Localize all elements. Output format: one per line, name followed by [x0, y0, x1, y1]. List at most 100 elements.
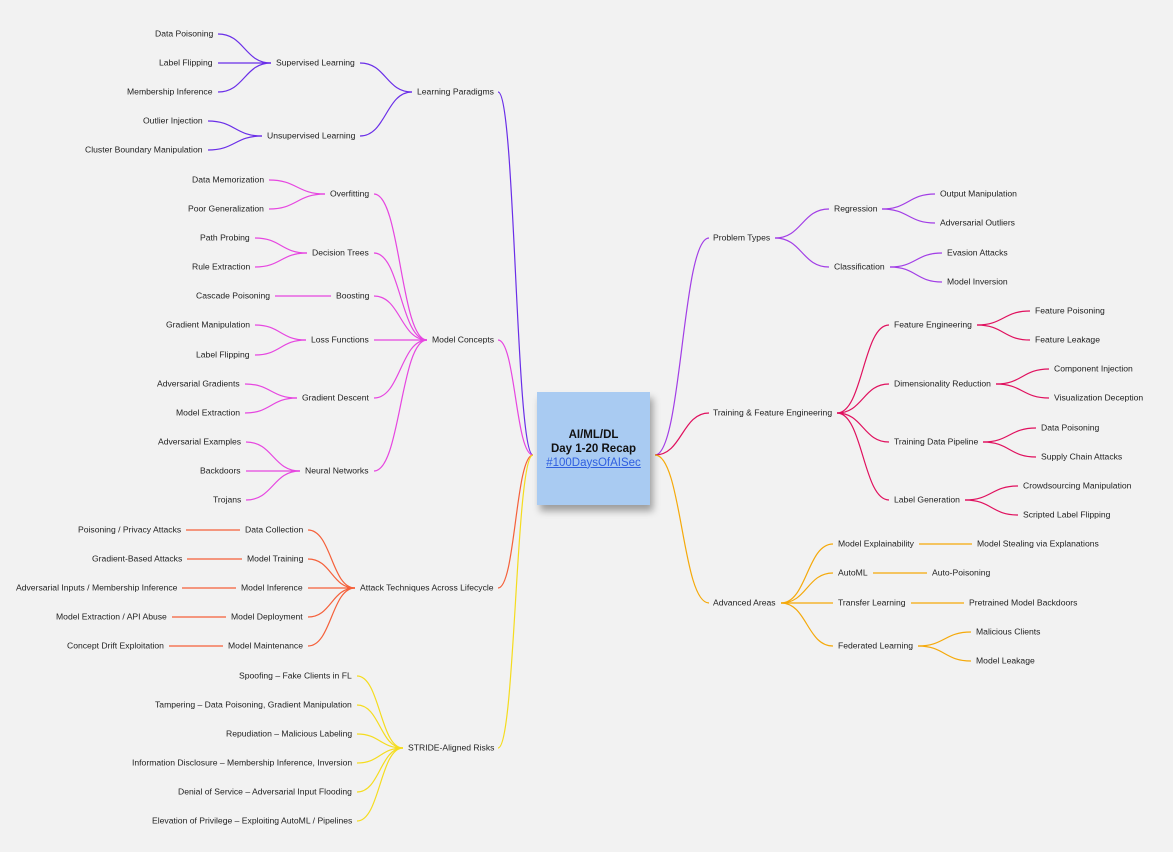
node-regression[interactable]: Regression: [834, 203, 878, 214]
node-feature-poisoning[interactable]: Feature Poisoning: [1035, 305, 1105, 316]
node-automl[interactable]: AutoML: [838, 567, 868, 578]
connector: [373, 193, 428, 341]
node-path-probing[interactable]: Path Probing: [200, 232, 250, 243]
node-adversarial-outliers[interactable]: Adversarial Outliers: [940, 217, 1015, 228]
node-membership-inference[interactable]: Membership Inference: [127, 86, 213, 97]
node-outlier-injection[interactable]: Outlier Injection: [143, 115, 203, 126]
connector: [780, 572, 834, 604]
connector-root-5: [654, 412, 710, 456]
node-visualization-deception[interactable]: Visualization Deception: [1054, 392, 1144, 403]
node-label-flipping[interactable]: Label Flipping: [159, 57, 213, 68]
node-feature-leakage[interactable]: Feature Leakage: [1035, 334, 1100, 345]
center-subtitle: Day 1-20 Recap: [550, 442, 637, 455]
node-model-extraction[interactable]: Model Extraction: [176, 407, 241, 418]
node-trojans[interactable]: Trojans: [213, 494, 242, 505]
connector: [881, 193, 936, 210]
node-gradient-descent[interactable]: Gradient Descent: [302, 392, 369, 403]
node-model-training[interactable]: Model Training: [247, 553, 304, 564]
hashtag-link[interactable]: #100DaysOfAISec: [546, 456, 641, 469]
node-dimensionality-reduction[interactable]: Dimensionality Reduction: [894, 378, 991, 389]
node-cascade-poisoning[interactable]: Cascade Poisoning: [196, 290, 271, 301]
node-model-extraction-api-abuse[interactable]: Model Extraction / API Abuse: [56, 611, 167, 622]
node-supervised-learning[interactable]: Supervised Learning: [276, 57, 355, 68]
connector: [359, 62, 413, 93]
connector: [356, 675, 404, 749]
node-poisoning-privacy-attacks[interactable]: Poisoning / Privacy Attacks: [78, 524, 182, 535]
node-boosting[interactable]: Boosting: [336, 290, 370, 301]
node-training-feature-engineering[interactable]: Training & Feature Engineering: [713, 407, 833, 418]
node-scripted-label-flipping[interactable]: Scripted Label Flipping: [1023, 509, 1111, 520]
node-repudiation-malicious-labeling[interactable]: Repudiation – Malicious Labeling: [226, 728, 353, 739]
node-model-stealing-via-explanations[interactable]: Model Stealing via Explanations: [977, 538, 1099, 549]
node-data-poisoning[interactable]: Data Poisoning: [155, 28, 214, 39]
node-information-disclosure-membership-inference-inversion[interactable]: Information Disclosure – Membership Infe…: [132, 757, 353, 768]
connector: [356, 747, 404, 793]
connector: [373, 339, 428, 399]
node-component-injection[interactable]: Component Injection: [1054, 363, 1133, 374]
node-stride-aligned-risks[interactable]: STRIDE-Aligned Risks: [408, 742, 495, 753]
connector: [995, 383, 1050, 399]
node-malicious-clients[interactable]: Malicious Clients: [976, 626, 1041, 637]
node-gradient-based-attacks[interactable]: Gradient-Based Attacks: [92, 553, 183, 564]
connector-root-4: [654, 237, 710, 456]
node-model-leakage[interactable]: Model Leakage: [976, 655, 1035, 666]
node-model-deployment[interactable]: Model Deployment: [231, 611, 303, 622]
node-gradient-manipulation[interactable]: Gradient Manipulation: [166, 319, 251, 330]
node-adversarial-gradients[interactable]: Adversarial Gradients: [157, 378, 240, 389]
node-transfer-learning[interactable]: Transfer Learning: [838, 597, 906, 608]
node-model-maintenance[interactable]: Model Maintenance: [228, 640, 304, 651]
node-denial-of-service-adversarial-input-flooding[interactable]: Denial of Service – Adversarial Input Fl…: [178, 786, 352, 797]
node-learning-paradigms[interactable]: Learning Paradigms: [417, 86, 494, 97]
node-decision-trees[interactable]: Decision Trees: [312, 247, 369, 258]
node-loss-functions[interactable]: Loss Functions: [311, 334, 369, 345]
node-tampering-data-poisoning-gradient-manipulation[interactable]: Tampering – Data Poisoning, Gradient Man…: [155, 699, 352, 710]
node-crowdsourcing-manipulation[interactable]: Crowdsourcing Manipulation: [1023, 480, 1132, 491]
node-label-generation[interactable]: Label Generation: [894, 494, 960, 505]
node-attack-techniques-across-lifecycle[interactable]: Attack Techniques Across Lifecycle: [360, 582, 494, 593]
connector: [207, 120, 263, 137]
node-backdoors[interactable]: Backdoors: [200, 465, 241, 476]
node-feature-engineering[interactable]: Feature Engineering: [894, 319, 972, 330]
node-label-flipping[interactable]: Label Flipping: [196, 349, 250, 360]
node-problem-types[interactable]: Problem Types: [713, 232, 771, 243]
connector: [964, 485, 1019, 501]
node-classification[interactable]: Classification: [834, 261, 885, 272]
connector: [254, 237, 308, 254]
node-rule-extraction[interactable]: Rule Extraction: [192, 261, 251, 272]
connector-root-3: [497, 454, 534, 749]
node-overfitting[interactable]: Overfitting: [330, 188, 370, 199]
central-sticky-note[interactable]: AI/ML/DL Day 1-20 Recap #100DaysOfAISec: [537, 392, 650, 505]
node-concept-drift-exploitation[interactable]: Concept Drift Exploitation: [67, 640, 164, 651]
node-output-manipulation[interactable]: Output Manipulation: [940, 188, 1017, 199]
node-training-data-pipeline[interactable]: Training Data Pipeline: [894, 436, 979, 447]
node-cluster-boundary-manipulation[interactable]: Cluster Boundary Manipulation: [85, 144, 203, 155]
node-model-explainability[interactable]: Model Explainability: [838, 538, 914, 549]
node-poor-generalization[interactable]: Poor Generalization: [188, 203, 264, 214]
node-evasion-attacks[interactable]: Evasion Attacks: [947, 247, 1008, 258]
connector: [356, 747, 404, 822]
node-model-concepts[interactable]: Model Concepts: [432, 334, 495, 345]
connector: [889, 266, 943, 283]
connector: [836, 412, 890, 501]
node-auto-poisoning[interactable]: Auto-Poisoning: [932, 567, 991, 578]
node-model-inference[interactable]: Model Inference: [241, 582, 303, 593]
node-unsupervised-learning[interactable]: Unsupervised Learning: [267, 130, 356, 141]
node-pretrained-model-backdoors[interactable]: Pretrained Model Backdoors: [969, 597, 1078, 608]
node-spoofing-fake-clients-in-fl[interactable]: Spoofing – Fake Clients in FL: [239, 670, 352, 681]
node-data-collection[interactable]: Data Collection: [245, 524, 304, 535]
node-advanced-areas[interactable]: Advanced Areas: [713, 597, 776, 608]
connector: [373, 252, 428, 341]
node-adversarial-inputs-membership-inference[interactable]: Adversarial Inputs / Membership Inferenc…: [16, 582, 178, 593]
node-federated-learning[interactable]: Federated Learning: [838, 640, 914, 651]
connector: [245, 441, 301, 472]
center-title: AI/ML/DL: [568, 428, 619, 441]
node-adversarial-examples[interactable]: Adversarial Examples: [158, 436, 242, 447]
node-elevation-of-privilege-exploiting-automl-pipelines[interactable]: Elevation of Privilege – Exploiting Auto…: [152, 815, 353, 826]
connector: [217, 62, 272, 93]
node-data-poisoning[interactable]: Data Poisoning: [1041, 422, 1100, 433]
node-supply-chain-attacks[interactable]: Supply Chain Attacks: [1041, 451, 1123, 462]
node-data-memorization[interactable]: Data Memorization: [192, 174, 265, 185]
node-neural-networks[interactable]: Neural Networks: [305, 465, 369, 476]
node-model-inversion[interactable]: Model Inversion: [947, 276, 1008, 287]
